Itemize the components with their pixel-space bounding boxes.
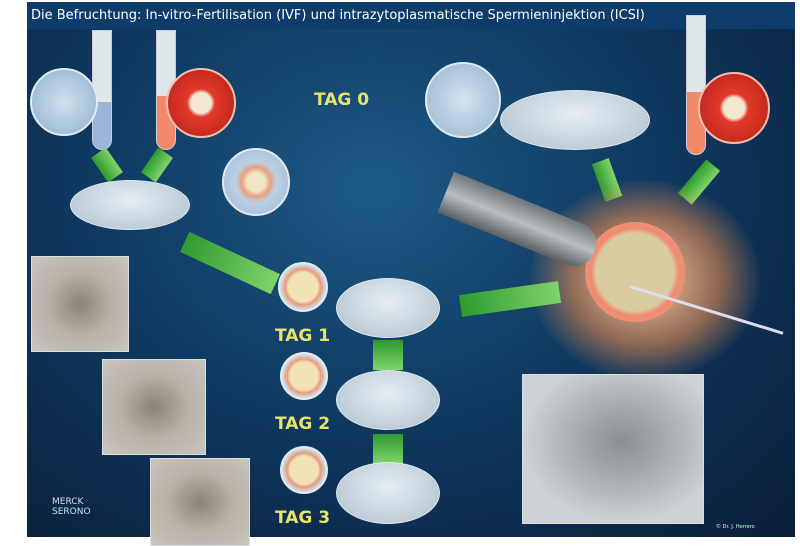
merck-serono-logo: MERCK SERONO bbox=[52, 497, 91, 517]
image-credit: © Dr. J. Herrero bbox=[716, 524, 755, 530]
culture-dish-day3 bbox=[336, 462, 440, 524]
fertilization-magnified-circle bbox=[222, 148, 290, 216]
eight-cell-embryo-photo bbox=[150, 458, 250, 546]
egg-test-tube bbox=[686, 15, 706, 155]
culture-dish-day2 bbox=[336, 370, 440, 430]
zygote-photo bbox=[31, 256, 129, 352]
two-cell-circle bbox=[280, 352, 328, 400]
green-arrow bbox=[373, 434, 403, 464]
sperm-magnified-circle bbox=[30, 68, 98, 136]
egg-magnified-circle bbox=[698, 72, 770, 144]
green-arrow bbox=[373, 340, 403, 370]
eight-cell-circle bbox=[280, 446, 328, 494]
icsi-petri-dish bbox=[500, 90, 650, 150]
diagram-title: Die Befruchtung: In-vitro-Fertilisation … bbox=[27, 2, 795, 29]
label-tag-2: TAG 2 bbox=[275, 414, 331, 434]
sperm-magnified-circle bbox=[425, 62, 501, 138]
icsi-microscope-photo bbox=[522, 374, 704, 524]
four-cell-embryo-photo bbox=[102, 359, 206, 455]
egg-magnified-circle bbox=[166, 68, 236, 138]
label-tag-3: TAG 3 bbox=[275, 508, 331, 528]
label-tag-0: TAG 0 bbox=[314, 90, 370, 110]
egg-cell-injection bbox=[585, 222, 685, 322]
zygote-circle bbox=[278, 262, 328, 312]
ivf-culture-dish bbox=[70, 180, 190, 230]
label-tag-1: TAG 1 bbox=[275, 326, 331, 346]
culture-dish-day1 bbox=[336, 278, 440, 338]
